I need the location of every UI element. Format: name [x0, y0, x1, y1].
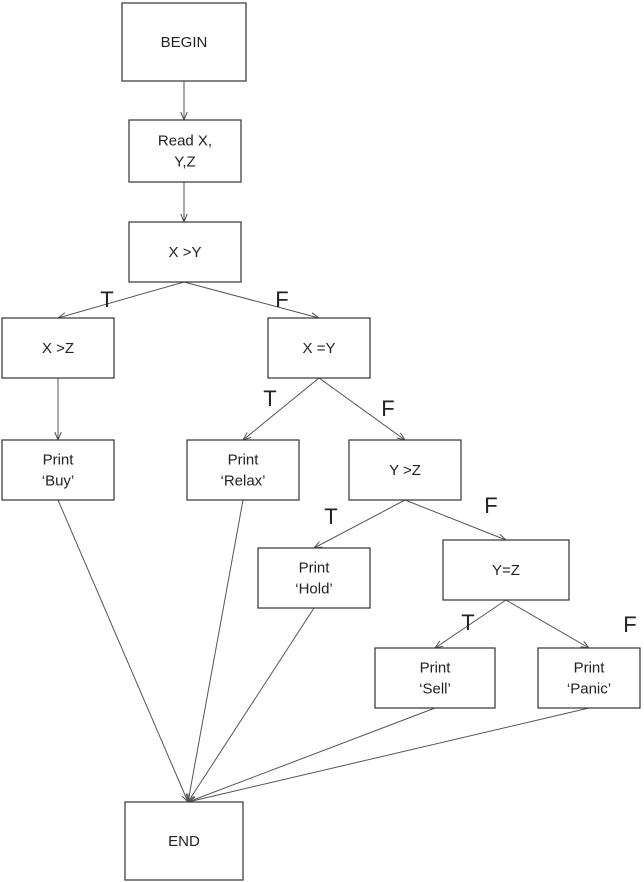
node-box — [1, 439, 115, 501]
edge-print-sell-to-end — [188, 707, 436, 802]
node-box — [348, 439, 462, 501]
node-label: ‘Relax’ — [220, 473, 265, 490]
node-label: ‘Sell’ — [419, 681, 451, 698]
node-print-hold: Print ‘Hold’ — [257, 547, 371, 609]
edge-y-eq-z-to-print-panic — [505, 599, 589, 648]
node-label: ‘Hold’ — [295, 581, 333, 598]
edge-print-buy-to-end — [57, 499, 188, 802]
edge-label: T — [100, 287, 113, 312]
node-begin: BEGIN — [121, 2, 247, 82]
edge-print-panic-to-end — [188, 707, 590, 802]
node-end: END — [124, 801, 244, 881]
edge-label: T — [263, 386, 276, 411]
node-label: Read X, — [158, 133, 212, 150]
edge-x-eq-y-to-print-relax — [243, 377, 320, 440]
node-x-gt-z: X >Z — [1, 317, 115, 379]
node-label: Print — [420, 660, 452, 677]
node-y-eq-z: Y=Z — [442, 539, 570, 601]
node-print-relax: Print ‘Relax’ — [186, 439, 300, 501]
edge-x-gt-y-to-x-eq-y — [183, 281, 319, 318]
node-label: Print — [574, 660, 606, 677]
node-box — [186, 439, 300, 501]
node-label: Y >Z — [389, 462, 421, 479]
node-print-buy: Print ‘Buy’ — [1, 439, 115, 501]
node-box — [537, 647, 641, 709]
node-label: Print — [299, 560, 331, 577]
edge-x-gt-y-to-x-gt-z — [58, 281, 185, 318]
node-box — [374, 647, 496, 709]
node-label: X >Z — [42, 340, 74, 357]
edge-y-eq-z-to-print-sell — [435, 599, 507, 648]
edge-label: T — [324, 504, 337, 529]
node-label: Print — [228, 452, 260, 469]
node-x-gt-y: X >Y — [128, 221, 242, 283]
node-box — [442, 539, 570, 601]
node-label: Y,Z — [174, 154, 195, 171]
node-box — [128, 221, 242, 283]
edge-y-gt-z-to-y-eq-z — [404, 499, 506, 540]
node-box — [121, 2, 247, 82]
node-print-panic: Print ‘Panic’ — [537, 647, 641, 709]
node-read: Read X, Y,Z — [128, 119, 242, 183]
node-box — [1, 317, 115, 379]
edges-layer: T F T F T F T F — [58, 81, 637, 802]
node-label: ‘Buy’ — [42, 473, 75, 490]
node-label: Y=Z — [492, 562, 520, 579]
node-print-sell: Print ‘Sell’ — [374, 647, 496, 709]
node-x-eq-y: X =Y — [267, 317, 371, 379]
node-label: ‘Panic’ — [567, 681, 611, 698]
node-box — [267, 317, 371, 379]
edge-print-hold-to-end — [188, 607, 315, 802]
node-label: X >Y — [169, 244, 202, 261]
edge-label: F — [275, 287, 288, 312]
edge-label: T — [461, 610, 474, 635]
edge-label: F — [484, 493, 497, 518]
node-box — [257, 547, 371, 609]
edge-x-eq-y-to-y-gt-z — [318, 377, 405, 440]
node-label: X =Y — [303, 340, 336, 357]
node-label: BEGIN — [161, 34, 208, 51]
edge-y-gt-z-to-print-hold — [314, 499, 406, 548]
node-label: Print — [43, 452, 75, 469]
node-box — [128, 119, 242, 183]
node-box — [124, 801, 244, 881]
edge-label: F — [623, 612, 636, 637]
edge-print-relax-to-end — [188, 499, 244, 802]
edge-label: F — [381, 396, 394, 421]
node-y-gt-z: Y >Z — [348, 439, 462, 501]
node-label: END — [168, 833, 200, 850]
